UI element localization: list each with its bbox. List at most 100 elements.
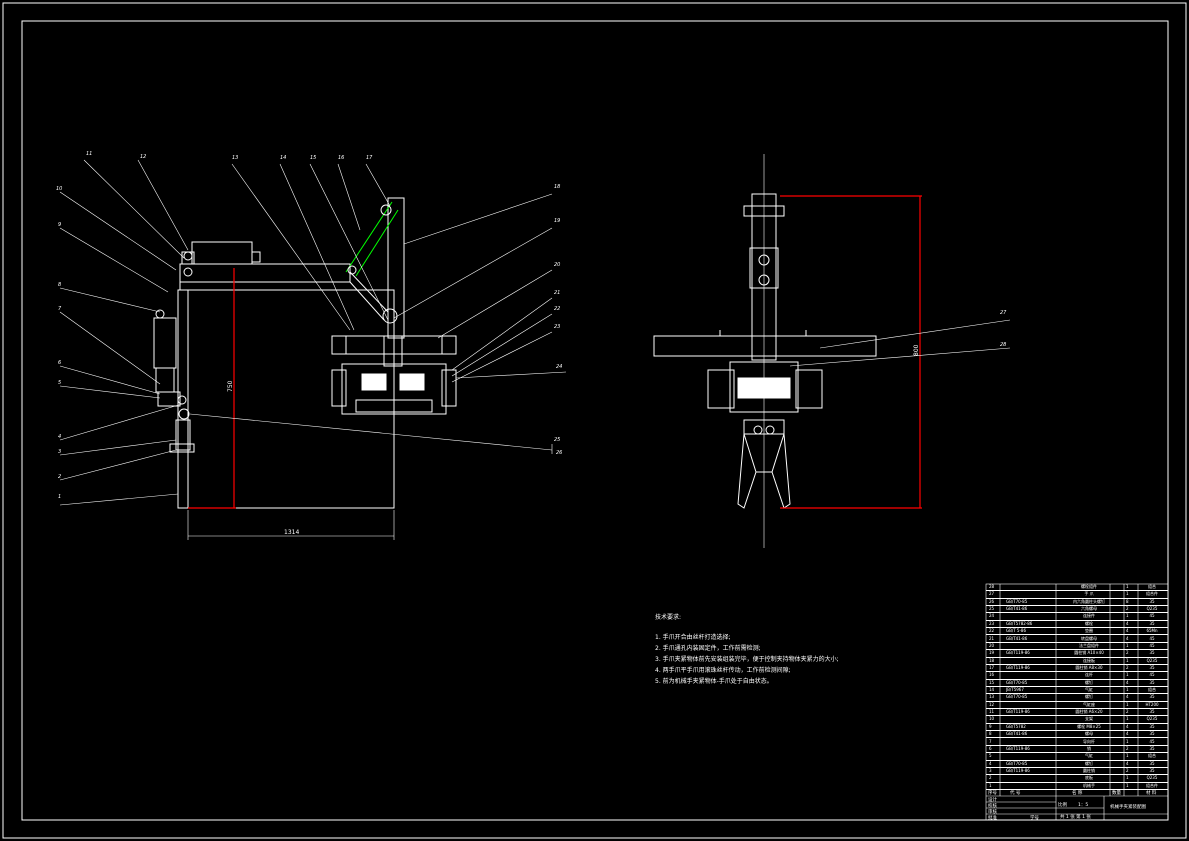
header-qty: 数量 — [1112, 791, 1121, 796]
parts-cell-mat: 35 — [1149, 709, 1155, 715]
parts-cell-code: GB/T41-86 — [1006, 731, 1028, 737]
parts-cell-no: 28 — [989, 584, 995, 589]
parts-cell-mat: 35 — [1149, 664, 1155, 670]
parts-cell-name: 气缸座 — [1083, 701, 1095, 707]
parts-cell-mat: 35 — [1149, 731, 1155, 737]
parts-cell-qty: 4 — [1126, 694, 1129, 700]
role-review: 审核 — [988, 810, 997, 815]
parts-cell-mat: 45 — [1149, 642, 1155, 648]
technical-notes: 技术要求: 1. 手爪开合由丝杆打造选择; 2. 手爪通孔内装固定件，工作前需检… — [655, 612, 955, 687]
parts-cell-name: 螺母 — [1085, 731, 1093, 737]
part-label-17: 17 — [366, 155, 373, 161]
parts-cell-no: 11 — [989, 709, 995, 715]
part-label-13: 13 — [232, 155, 238, 161]
parts-cell-no: 1 — [989, 782, 992, 788]
role-check: 校核 — [988, 804, 997, 809]
parts-cell-name: 圆柱销 A10×40 — [1074, 650, 1104, 656]
parts-cell-no: 14 — [989, 687, 995, 692]
parts-cell-name: 螺钉 — [1085, 679, 1093, 685]
side-view — [653, 154, 877, 548]
scale-label: 比例 — [1058, 803, 1067, 808]
parts-cell-qty: 1 — [1126, 613, 1129, 619]
technical-note-item: 3. 手爪夹紧物体前先安装组装完毕，便于控制夹持物体夹紧力的大小; — [655, 656, 839, 663]
parts-cell-qty: 1 — [1126, 687, 1129, 692]
part-label-11: 11 — [86, 151, 92, 157]
drawing-title: 机械手夹紧装配图 — [1110, 805, 1146, 810]
parts-cell-qty: 2 — [1126, 745, 1129, 751]
parts-cell-mat: 35 — [1149, 620, 1155, 626]
parts-cell-qty: 4 — [1126, 760, 1129, 766]
parts-cell-qty: 1 — [1126, 701, 1129, 707]
scale-value: 1：5 — [1078, 803, 1089, 808]
parts-cell-no: 8 — [989, 731, 992, 737]
part-label-21: 21 — [554, 290, 560, 296]
parts-cell-mat: 35 — [1149, 650, 1155, 656]
part-label-25: 25 — [554, 437, 560, 443]
part-label-18: 18 — [554, 184, 560, 190]
parts-cell-qty: 4 — [1126, 731, 1129, 737]
parts-cell-no: 21 — [989, 635, 995, 641]
parts-cell-no: 6 — [989, 745, 992, 751]
part-label-15: 15 — [310, 155, 316, 161]
part-label-2: 2 — [58, 474, 61, 480]
parts-cell-qty: 1 — [1126, 782, 1129, 788]
parts-cell-no: 2 — [989, 775, 992, 781]
part-label-8: 8 — [58, 282, 61, 288]
side-view-leaders — [789, 319, 1011, 367]
parts-cell-code: JB/T5967 — [1006, 687, 1024, 692]
parts-cell-mat: 45 — [1149, 613, 1155, 619]
part-label-9: 9 — [58, 222, 61, 228]
parts-cell-no: 4 — [989, 760, 992, 766]
parts-cell-no: 9 — [989, 723, 992, 729]
parts-cell-code: GB/T119-86 — [1006, 745, 1030, 751]
parts-cell-code: GB/T41-86 — [1006, 606, 1028, 612]
dim-height-side: 800 — [913, 344, 920, 356]
part-label-1: 1 — [58, 494, 61, 500]
parts-cell-code: GB/T70-85 — [1006, 694, 1028, 700]
part-label-4: 4 — [58, 434, 61, 440]
sheet-info: 共 1 张 第 1 张 — [1060, 815, 1091, 820]
part-label-26: 26 — [556, 450, 562, 456]
parts-cell-name: 手 爪 — [1084, 591, 1094, 597]
part-label-27: 27 — [1000, 310, 1007, 316]
parts-list-row: 8 GB/T41-86 螺母 4 35 — [986, 731, 1168, 739]
parts-cell-mat: 45 — [1149, 672, 1155, 678]
parts-cell-name: 导向杆 — [1083, 738, 1095, 744]
parts-cell-qty: 1 — [1126, 753, 1129, 759]
parts-cell-name: 螺钉 — [1085, 694, 1093, 700]
technical-notes-title: 技术要求: — [655, 614, 682, 621]
parts-cell-code: GB/T 5-86 — [1006, 628, 1026, 634]
parts-cell-mat: 35 — [1149, 694, 1155, 700]
parts-cell-no: 19 — [989, 650, 995, 656]
header-mat: 材 料 — [1146, 791, 1157, 796]
parts-cell-mat: 35 — [1149, 679, 1155, 685]
front-view — [153, 197, 457, 509]
parts-cell-name: 圆柱销 A6×20 — [1075, 709, 1103, 715]
parts-cell-code: GB/T119-86 — [1006, 650, 1030, 656]
parts-cell-qty: 4 — [1126, 679, 1129, 685]
parts-cell-no: 3 — [989, 767, 992, 773]
parts-cell-mat: 45 — [1149, 635, 1155, 641]
parts-cell-qty: 1 — [1126, 672, 1129, 678]
parts-cell-mat: 组合件 — [1146, 591, 1158, 597]
parts-cell-mat: Q235 — [1146, 716, 1158, 722]
parts-cell-code: GB/T5782-86 — [1006, 620, 1033, 626]
part-label-24: 24 — [556, 364, 562, 370]
parts-cell-code: GB/T70-85 — [1006, 598, 1028, 604]
parts-cell-mat: 65Mn — [1146, 628, 1158, 634]
